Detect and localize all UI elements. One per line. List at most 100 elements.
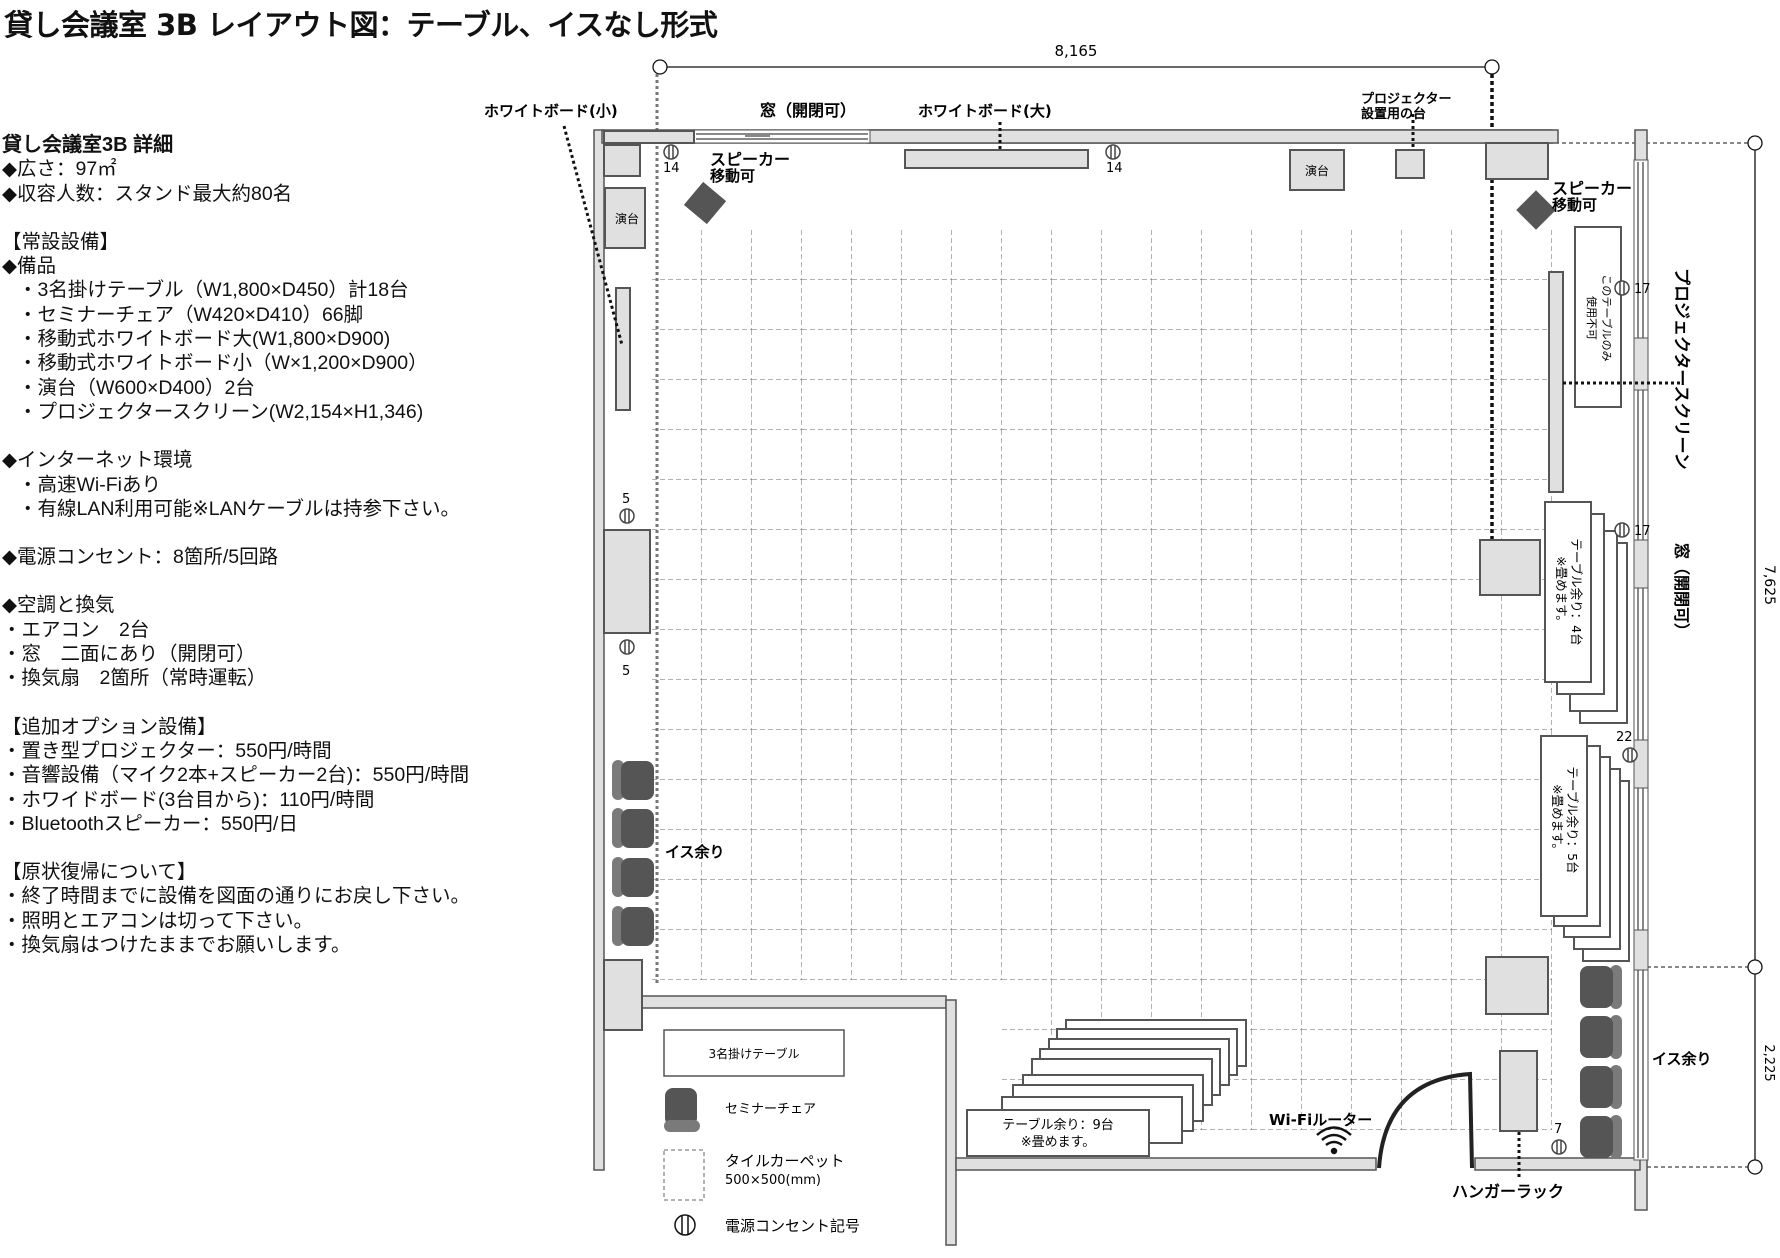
tile-carpet-grid: [652, 230, 1552, 980]
details-line: ・Bluetoothスピーカー：550円/日: [2, 812, 298, 835]
outlet-label: 5: [622, 492, 630, 507]
stack9-label-1: テーブル余り：9台: [1002, 1117, 1114, 1133]
whiteboard-small: [615, 287, 631, 411]
outlet-icon: [1622, 747, 1638, 763]
outlet-label: 22: [1616, 730, 1633, 745]
outlet-icon: [1551, 1139, 1567, 1155]
details-line: ・演台（W600×D400）2台: [18, 376, 255, 399]
unavailable-table-label-2: 使用不可: [1585, 296, 1598, 340]
legend: 3名掛けテーブル セミナーチェア タイルカーペット 500×500(mm) 電源…: [663, 1029, 860, 1236]
dimension-width-label: 8,165: [1055, 42, 1098, 60]
label-speaker-right-2: 移動可: [1552, 196, 1597, 214]
details-line: ・3名掛けテーブル（W1,800×D450）計18台: [18, 279, 409, 302]
outlet-icon: [1105, 144, 1121, 160]
legend-carpet-label-2: 500×500(mm): [725, 1173, 821, 1188]
details-line: ・プロジェクタースクリーン(W2,154×H1,346): [18, 400, 424, 423]
details-line: ・移動式ホワイトボード小（W×1,200×D900）: [18, 352, 428, 375]
legend-outlet-label: 電源コンセント記号: [725, 1217, 860, 1235]
table-stack-5: [1540, 735, 1630, 962]
chairs-left: [612, 760, 654, 946]
label-speaker-left-2: 移動可: [710, 167, 755, 185]
legend-carpet-swatch: [663, 1149, 705, 1201]
label-window-top: 窓（開閉可）: [760, 101, 856, 120]
right-window: [1633, 159, 1649, 1161]
door-swing: [1377, 1071, 1474, 1169]
label-projector-screen: プロジェクタースクリーン: [1671, 268, 1692, 470]
legend-table-swatch: [663, 1029, 845, 1077]
label-projector-stand-2: 設置用の台: [1361, 106, 1426, 122]
outlet-label: 14: [663, 161, 680, 176]
whiteboard-large: [904, 149, 1089, 169]
outlets: [619, 144, 1638, 1155]
label-chairs-left: イス余り: [665, 843, 725, 861]
label-window-right: 窓（開閉可）: [1672, 543, 1691, 639]
podium-left: [604, 187, 646, 249]
details-line: ・終了時間までに設備を図面の通りにお戻し下さい。: [2, 885, 471, 908]
stack5-label-1: テーブル余り：5台: [1565, 766, 1580, 873]
outlet-label: 14: [1106, 161, 1123, 176]
furniture: [603, 130, 1564, 1132]
details-line: ・窓 二面にあり（開閉可）: [2, 643, 256, 666]
details-line: ◆広さ：97㎡: [2, 158, 117, 181]
details-line: ・照明とエアコンは切って下さい。: [2, 909, 314, 932]
label-hanger-rack: ハンガーラック: [1452, 1182, 1564, 1201]
outlet-icon: [619, 639, 635, 655]
page-title: 貸し会議室 3B レイアウト図：テーブル、イスなし形式: [4, 8, 718, 42]
details-heading: 貸し会議室3B 詳細: [2, 134, 174, 156]
top-window: [693, 129, 871, 144]
outlet-labels: 14 14 17 17 22 5 5 7: [622, 161, 1651, 1137]
details-line: ◆収容人数：スタンド最大約80名: [2, 182, 293, 205]
details-line: ◆電源コンセント：8箇所/5回路: [2, 546, 279, 569]
projector-stand: [1395, 149, 1425, 179]
legend-outlet-icon: [674, 1214, 696, 1236]
speaker-right: [1516, 190, 1556, 230]
details-line: ・有線LAN利用可能※LANケーブルは持参下さい。: [18, 497, 461, 520]
details-line: ・換気扇 2箇所（常時運転）: [2, 667, 267, 690]
details-line: ・音響設備（マイク2本+スピーカー2台)：550円/時間: [2, 764, 470, 787]
projector-screen: [1548, 271, 1564, 493]
details-line: ・換気扇はつけたままでお願いします。: [2, 934, 351, 957]
details-lines: ◆広さ：97㎡◆収容人数：スタンド最大約80名【常設設備】◆備品・3名掛けテーブ…: [2, 157, 582, 957]
table-stack-9: [966, 1019, 1247, 1157]
label-whiteboard-large: ホワイトボード(大): [918, 102, 1052, 120]
label-wifi-router: Wi-Fiルーター: [1269, 1111, 1372, 1129]
leader-lines: [562, 114, 1682, 1180]
details-line: ◆空調と換気: [2, 594, 115, 617]
label-speaker-right-1: スピーカー: [1552, 179, 1632, 198]
plan-labels: ホワイトボード(小) 窓（開閉可） ホワイトボード(大) プロジェクター 設置用…: [484, 92, 1712, 1201]
room-details-panel: 貸し会議室3B 詳細 ◆広さ：97㎡◆収容人数：スタンド最大約80名【常設設備】…: [2, 133, 582, 957]
outlet-label: 7: [1554, 1122, 1562, 1137]
details-line: ・セミナーチェア（W420×D410）66脚: [18, 303, 364, 326]
details-line: 【追加オプション設備】: [2, 715, 217, 738]
legend-chair-label: セミナーチェア: [725, 1102, 816, 1117]
outlet-label: 5: [622, 664, 630, 679]
details-line: ◆備品: [2, 255, 56, 278]
outlet-icon: [1614, 522, 1630, 538]
details-line: ・エアコン 2台: [2, 618, 150, 641]
unavailable-table-label-1: このテーブルのみ: [1600, 274, 1614, 361]
label-podium-left: 演台: [615, 211, 639, 226]
details-line: ・ホワイドボード(3台目から)：110円/時間: [2, 788, 375, 811]
legend-table-label: 3名掛けテーブル: [709, 1046, 800, 1061]
label-projector-stand-1: プロジェクター: [1361, 92, 1451, 107]
legend-chair-icon: [664, 1088, 700, 1132]
wifi-icon: [1316, 1126, 1352, 1155]
chairs-right: [1580, 965, 1622, 1159]
label-chairs-right: イス余り: [1652, 1050, 1712, 1068]
table-stack-4: [1544, 501, 1628, 724]
stack9-label-2: ※畳めます。: [1021, 1135, 1096, 1150]
outlet-label: 17: [1634, 524, 1651, 539]
details-line: 【常設設備】: [2, 230, 120, 253]
label-speaker-left-1: スピーカー: [710, 150, 790, 169]
details-line: ◆インターネット環境: [2, 449, 193, 472]
dimension-height-main-label: 7,625: [1761, 565, 1777, 605]
outlet-icon: [619, 508, 635, 524]
unavailable-table: [1574, 226, 1622, 408]
details-line: 【原状復帰について】: [2, 861, 197, 884]
details-line: ・高速Wi-Fiあり: [18, 473, 161, 496]
stack4-label-2: ※畳めます。: [1554, 556, 1569, 628]
outlet-label: 17: [1634, 282, 1651, 297]
label-podium-right: 演台: [1305, 163, 1329, 178]
label-whiteboard-small: ホワイトボード(小): [484, 102, 618, 120]
hanger-rack: [1499, 1050, 1538, 1132]
